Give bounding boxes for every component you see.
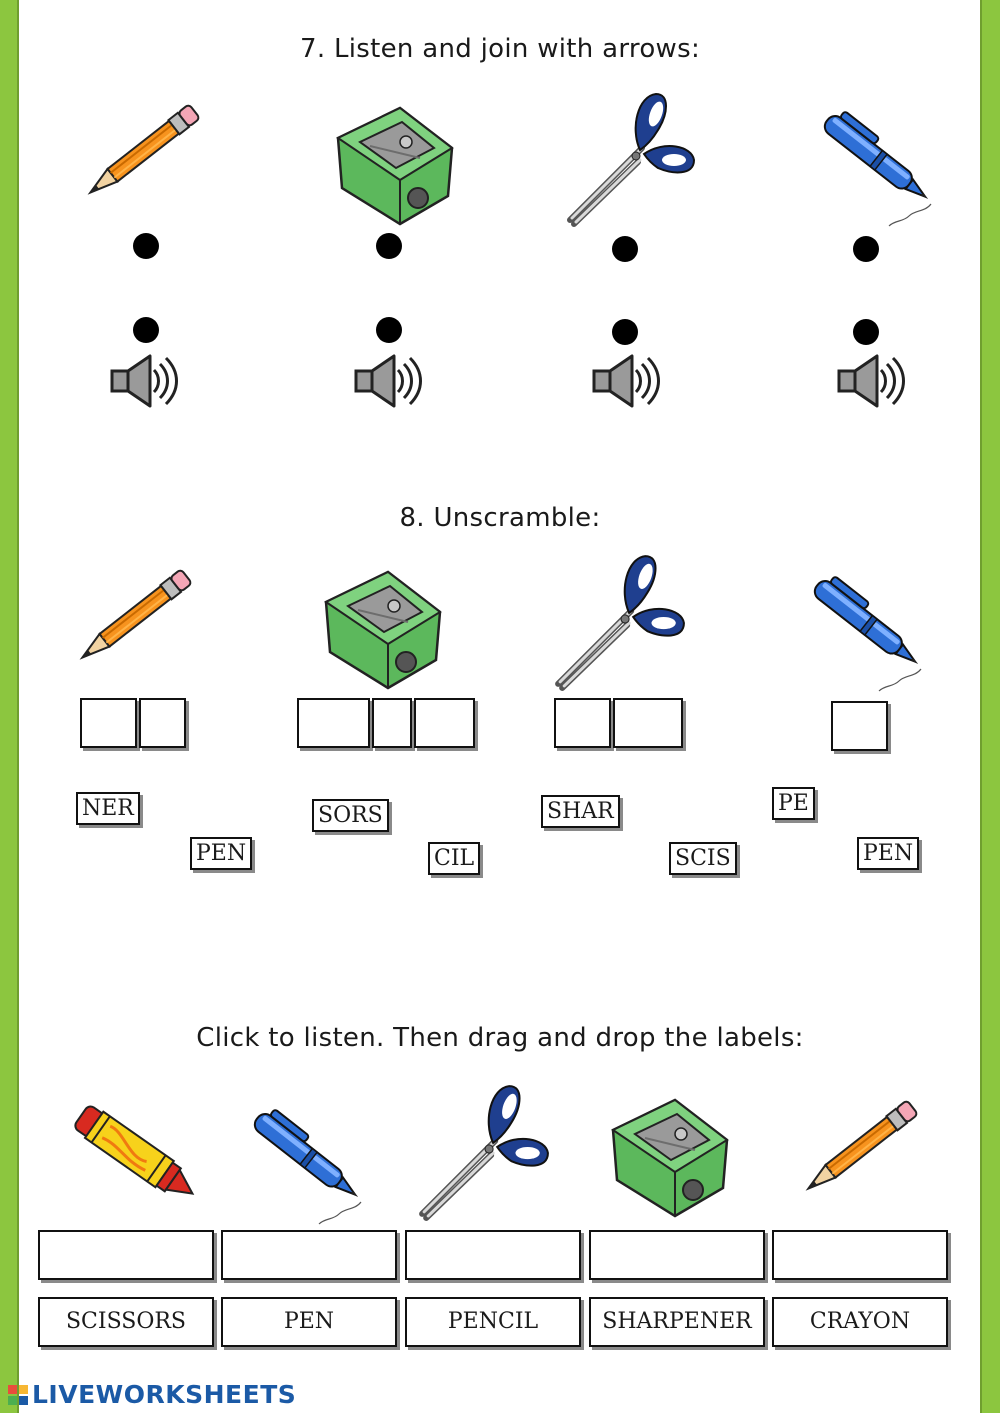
syllable-chip[interactable]: SHAR	[541, 795, 620, 828]
speaker-icon[interactable]	[352, 350, 424, 412]
match-dot-top-3[interactable]	[612, 236, 638, 262]
syllable-chip[interactable]: SCIS	[669, 842, 737, 875]
crayon-icon[interactable]	[62, 1100, 212, 1212]
footer-logo: LIVEWORKSHEETS	[8, 1380, 296, 1409]
scissors-icon	[548, 550, 690, 692]
section9-title: Click to listen. Then drag and drop the …	[196, 1023, 804, 1053]
drag-label[interactable]: PENCIL	[405, 1297, 581, 1347]
pencil-icon	[70, 100, 220, 220]
pencil-icon[interactable]	[788, 1096, 938, 1216]
syllable-chip[interactable]: PEN	[857, 837, 920, 870]
drag-label[interactable]: CRAYON	[772, 1297, 948, 1347]
scissors-icon[interactable]	[412, 1080, 554, 1222]
speaker-icon[interactable]	[590, 350, 662, 412]
speaker-icon[interactable]	[108, 350, 180, 412]
match-dot-bottom-4[interactable]	[853, 319, 879, 345]
section7-title: 7. Listen and join with arrows:	[299, 34, 701, 64]
answer-box[interactable]	[613, 698, 683, 748]
syllable-chip[interactable]: PE	[772, 787, 815, 820]
drop-target[interactable]	[221, 1230, 397, 1280]
answer-box[interactable]	[139, 698, 186, 748]
logo-icon	[8, 1384, 28, 1405]
pen-icon[interactable]	[235, 1098, 375, 1228]
match-dot-bottom-2[interactable]	[376, 317, 402, 343]
syllable-chip[interactable]: CIL	[428, 842, 481, 875]
drop-target[interactable]	[772, 1230, 948, 1280]
syllable-chip[interactable]: NER	[76, 792, 140, 825]
page-border-right	[980, 0, 1000, 1413]
answer-box[interactable]	[554, 698, 611, 748]
answer-box[interactable]	[372, 698, 412, 748]
drop-target[interactable]	[38, 1230, 214, 1280]
syllable-chip[interactable]: SORS	[312, 799, 389, 832]
match-dot-top-4[interactable]	[853, 236, 879, 262]
match-dot-bottom-3[interactable]	[612, 319, 638, 345]
pen-icon	[795, 565, 935, 695]
answer-box[interactable]	[414, 698, 475, 748]
answer-box[interactable]	[297, 698, 370, 748]
drag-label[interactable]: SCISSORS	[38, 1297, 214, 1347]
match-dot-top-1[interactable]	[133, 233, 159, 259]
brand-name: LIVEWORKSHEETS	[32, 1380, 297, 1409]
drop-target[interactable]	[589, 1230, 765, 1280]
drop-target[interactable]	[405, 1230, 581, 1280]
section8-title: 8. Unscramble:	[399, 503, 601, 533]
answer-box[interactable]	[80, 698, 137, 748]
sharpener-icon	[330, 98, 460, 228]
answer-box[interactable]	[831, 701, 888, 751]
pencil-icon	[62, 565, 212, 685]
match-dot-bottom-1[interactable]	[133, 317, 159, 343]
sharpener-icon	[318, 562, 448, 692]
speaker-icon[interactable]	[835, 350, 907, 412]
drag-label[interactable]: PEN	[221, 1297, 397, 1347]
page-border-left	[0, 0, 19, 1413]
match-dot-top-2[interactable]	[376, 233, 402, 259]
scissors-icon	[560, 88, 700, 228]
pen-icon	[805, 100, 945, 230]
drag-label[interactable]: SHARPENER	[589, 1297, 765, 1347]
sharpener-icon[interactable]	[605, 1090, 735, 1220]
syllable-chip[interactable]: PEN	[190, 837, 253, 870]
